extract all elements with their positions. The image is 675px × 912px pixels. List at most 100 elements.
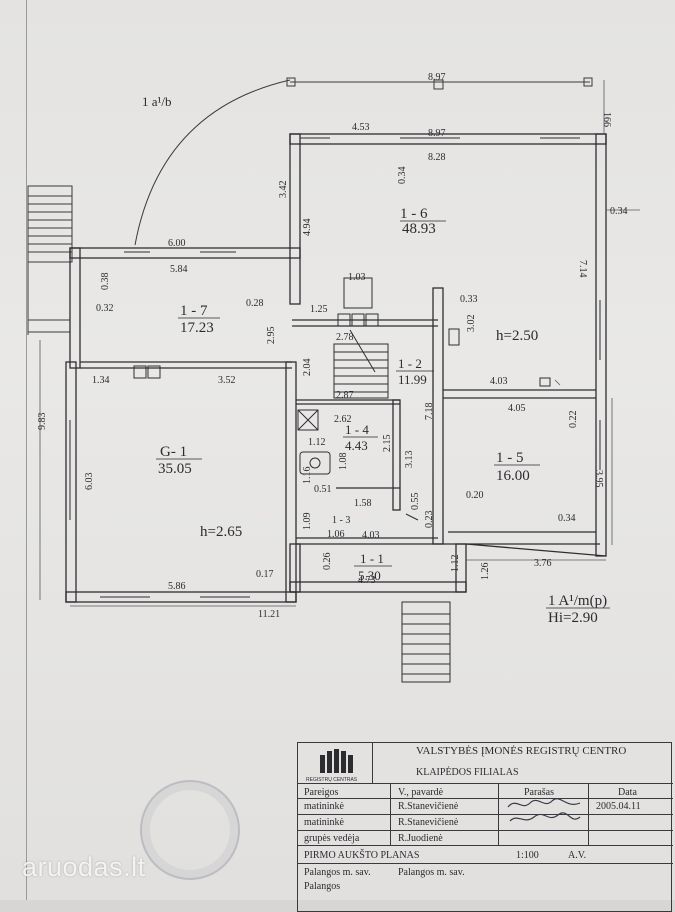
front-stairs bbox=[401, 601, 451, 683]
dim-label: 0.23 bbox=[424, 511, 435, 529]
interior-stairs bbox=[333, 329, 389, 399]
title-block: REGISTRŲ CENTRAS VALSTYBĖS ĮMONĖS REGIST… bbox=[297, 742, 673, 912]
dim-label: 0.55 bbox=[410, 493, 421, 511]
header-date: Data bbox=[618, 787, 637, 798]
row-2-role: matininkė bbox=[304, 817, 344, 828]
dim-label: 8.28 bbox=[428, 152, 446, 163]
dimension-labels: 8.97 166 4.53 8.97 8.28 0.34 0.34 3.42 4… bbox=[37, 72, 628, 620]
dim-label: 166 bbox=[601, 112, 612, 127]
dim-label: 8.97 bbox=[428, 128, 446, 139]
dim-label: 1.58 bbox=[354, 498, 372, 509]
room-1-6-id: 1 - 6 bbox=[400, 206, 428, 222]
dim-label: 0.26 bbox=[322, 553, 333, 571]
dim-label: 1.12 bbox=[308, 437, 326, 448]
room-1-4-area: 4.43 bbox=[345, 438, 368, 453]
dim-label: 3.42 bbox=[278, 181, 289, 199]
dim-label: 0.34 bbox=[397, 167, 408, 185]
row-1-name: R.Stanevičienė bbox=[398, 801, 459, 812]
dimension-lines bbox=[39, 80, 640, 607]
dim-label: 4.05 bbox=[508, 403, 526, 414]
room-1-4-id: 1 - 4 bbox=[345, 422, 369, 437]
dim-label: 0.32 bbox=[96, 303, 114, 314]
room-g1-area: 35.05 bbox=[158, 461, 192, 477]
left-stairs bbox=[27, 185, 73, 335]
dim-label: 1.26 bbox=[480, 563, 491, 581]
row-2-name: R.Stanevičienė bbox=[398, 817, 459, 828]
dim-label: 1.25 bbox=[310, 304, 328, 315]
faded-seal-stamp bbox=[140, 780, 240, 880]
registry-logo: REGISTRŲ CENTRAS bbox=[306, 749, 366, 787]
dim-label: 0.22 bbox=[568, 411, 579, 429]
dim-label: 2.78 bbox=[336, 332, 354, 343]
row-1-role: matininkė bbox=[304, 801, 344, 812]
plan-title: PIRMO AUKŠTO PLANAS bbox=[304, 850, 420, 861]
sheet-ref: 1 a¹/b bbox=[142, 94, 172, 109]
dim-label: 3.52 bbox=[218, 375, 236, 386]
room-1-2-area: 11.99 bbox=[398, 372, 427, 387]
signature-scribble bbox=[507, 798, 581, 822]
dim-label: 4.73 bbox=[358, 575, 376, 586]
room-g1-id: G- 1 bbox=[160, 444, 187, 460]
dim-label: 3.76 bbox=[534, 558, 552, 569]
dim-label: 2.95 bbox=[266, 327, 277, 345]
logo-text: REGISTRŲ CENTRAS bbox=[306, 777, 358, 783]
dim-label: 8.97 bbox=[428, 72, 446, 83]
room-1-1-area: 5.30 bbox=[358, 568, 381, 583]
room-1-7-area: 17.23 bbox=[180, 320, 214, 336]
org-line-1: VALSTYBĖS ĮMONĖS REGISTRŲ CENTRO bbox=[416, 745, 627, 757]
room-1-5-area: 16.00 bbox=[496, 468, 530, 484]
header-role: Pareigos bbox=[304, 787, 339, 798]
dim-label: 6.00 bbox=[168, 238, 186, 249]
scale: 1:100 bbox=[516, 850, 539, 861]
dim-label: 3.02 bbox=[466, 315, 477, 333]
windows bbox=[69, 137, 601, 598]
org-line-2: KLAIPĖDOS FILIALAS bbox=[416, 767, 519, 778]
dim-label: 4.03 bbox=[490, 376, 508, 387]
header-name: V., pavardė bbox=[398, 787, 444, 798]
terrace-arc bbox=[134, 79, 291, 246]
dim-label: 0.33 bbox=[460, 294, 478, 305]
row-3-name: R.Juodienė bbox=[398, 833, 443, 844]
location-c: Palangos bbox=[304, 881, 341, 892]
dim-label: 5.86 bbox=[168, 581, 186, 592]
dim-label: 3.95 bbox=[593, 470, 604, 488]
dim-label: 1.34 bbox=[92, 375, 110, 386]
room-1-7-id: 1 - 7 bbox=[180, 303, 208, 319]
dim-label: 4.94 bbox=[302, 219, 313, 237]
dim-label: 0.20 bbox=[466, 490, 484, 501]
binding-margin-line bbox=[26, 0, 27, 900]
dim-label: 0.28 bbox=[246, 298, 264, 309]
room-1-6-height: h=2.50 bbox=[496, 328, 538, 344]
dim-label: 1.12 bbox=[450, 555, 461, 573]
dim-label: 2.62 bbox=[334, 414, 352, 425]
building-height: Hi=2.90 bbox=[548, 610, 598, 626]
row-1-date: 2005.04.11 bbox=[596, 801, 641, 812]
room-1-2-id: 1 - 2 bbox=[398, 356, 422, 371]
dim-label: 7.14 bbox=[577, 260, 588, 278]
dim-label: 5.84 bbox=[170, 264, 188, 275]
dim-label: 2.87 bbox=[336, 390, 354, 401]
site-watermark: aruodas.lt bbox=[22, 852, 146, 882]
dim-label: 4.53 bbox=[352, 122, 370, 133]
dim-label: 1.03 bbox=[348, 272, 366, 283]
room-g1-height: h=2.65 bbox=[200, 524, 242, 540]
dim-label: 0.38 bbox=[100, 273, 111, 291]
room-1-6-area: 48.93 bbox=[402, 221, 436, 237]
room-1-1-id: 1 - 1 bbox=[360, 551, 384, 566]
dim-label: 1.16 bbox=[302, 467, 313, 485]
dim-label: 0.51 bbox=[314, 484, 332, 495]
building-ref: 1 A¹/m(p) bbox=[548, 593, 607, 609]
dim-label: 0.34 bbox=[558, 513, 576, 524]
hatched-small-items bbox=[405, 328, 551, 521]
location-a: Palangos m. sav. bbox=[304, 867, 371, 878]
dim-label: 2.15 bbox=[382, 435, 393, 453]
row-3-role: grupės vedėja bbox=[304, 833, 360, 844]
dim-label: 4.03 bbox=[362, 530, 380, 541]
dim-label: 11.21 bbox=[258, 609, 280, 620]
walls bbox=[65, 133, 607, 603]
dim-label: 2.04 bbox=[302, 359, 313, 377]
dim-label: 0.17 bbox=[256, 569, 274, 580]
chimney-blocks bbox=[133, 277, 379, 475]
